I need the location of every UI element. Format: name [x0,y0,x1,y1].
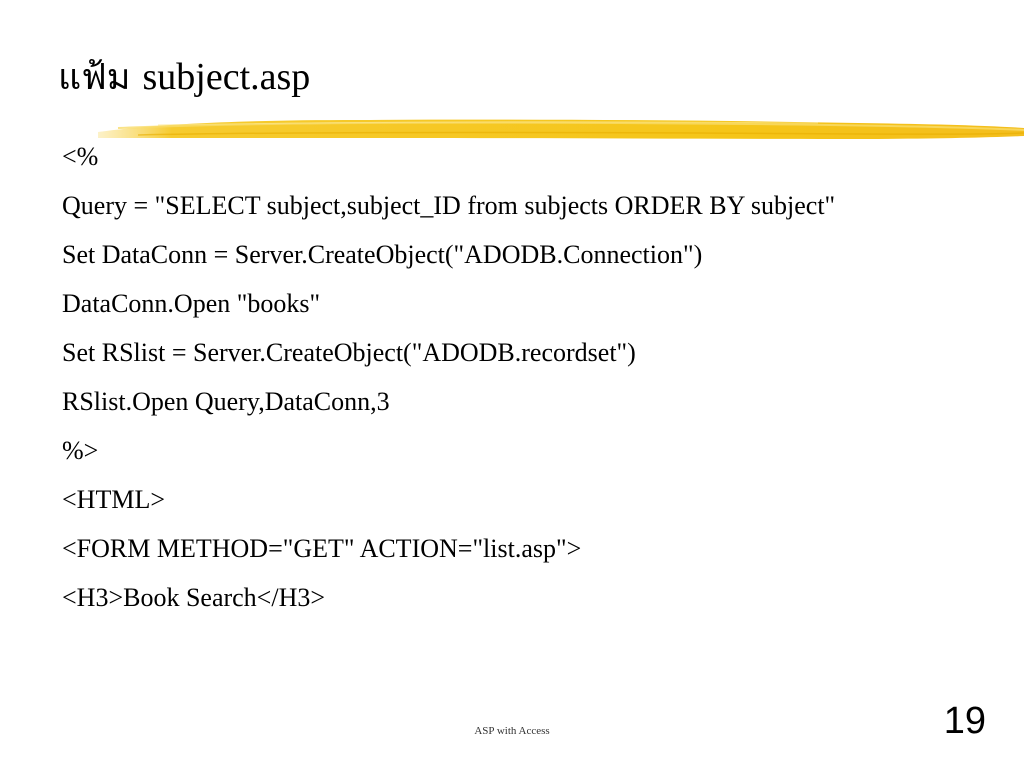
code-line: Set RSlist = Server.CreateObject("ADODB.… [62,338,636,367]
code-line: Set DataConn = Server.CreateObject("ADOD… [62,240,703,269]
code-line: Query = "SELECT subject,subject_ID from … [62,191,836,220]
code-line: <FORM METHOD="GET" ACTION="list.asp"> [62,534,582,563]
slide-title-thai: แฟ้ม [58,57,131,98]
slide-title: แฟ้ม subject.asp [58,52,310,102]
slide-title-filename: subject.asp [142,56,311,98]
code-listing: <% Query = "SELECT subject,subject_ID fr… [62,140,942,630]
yellow-brush-stroke [98,119,1024,139]
slide-footer: ASP with Access [474,725,550,737]
code-line: <HTML> [62,485,165,514]
page-number: 19 [943,700,986,742]
code-line: <% [62,142,99,171]
code-line: <H3>Book Search</H3> [62,583,326,612]
code-line: RSlist.Open Query,DataConn,3 [62,387,390,416]
code-line: %> [62,436,99,465]
code-line: DataConn.Open "books" [62,289,321,318]
